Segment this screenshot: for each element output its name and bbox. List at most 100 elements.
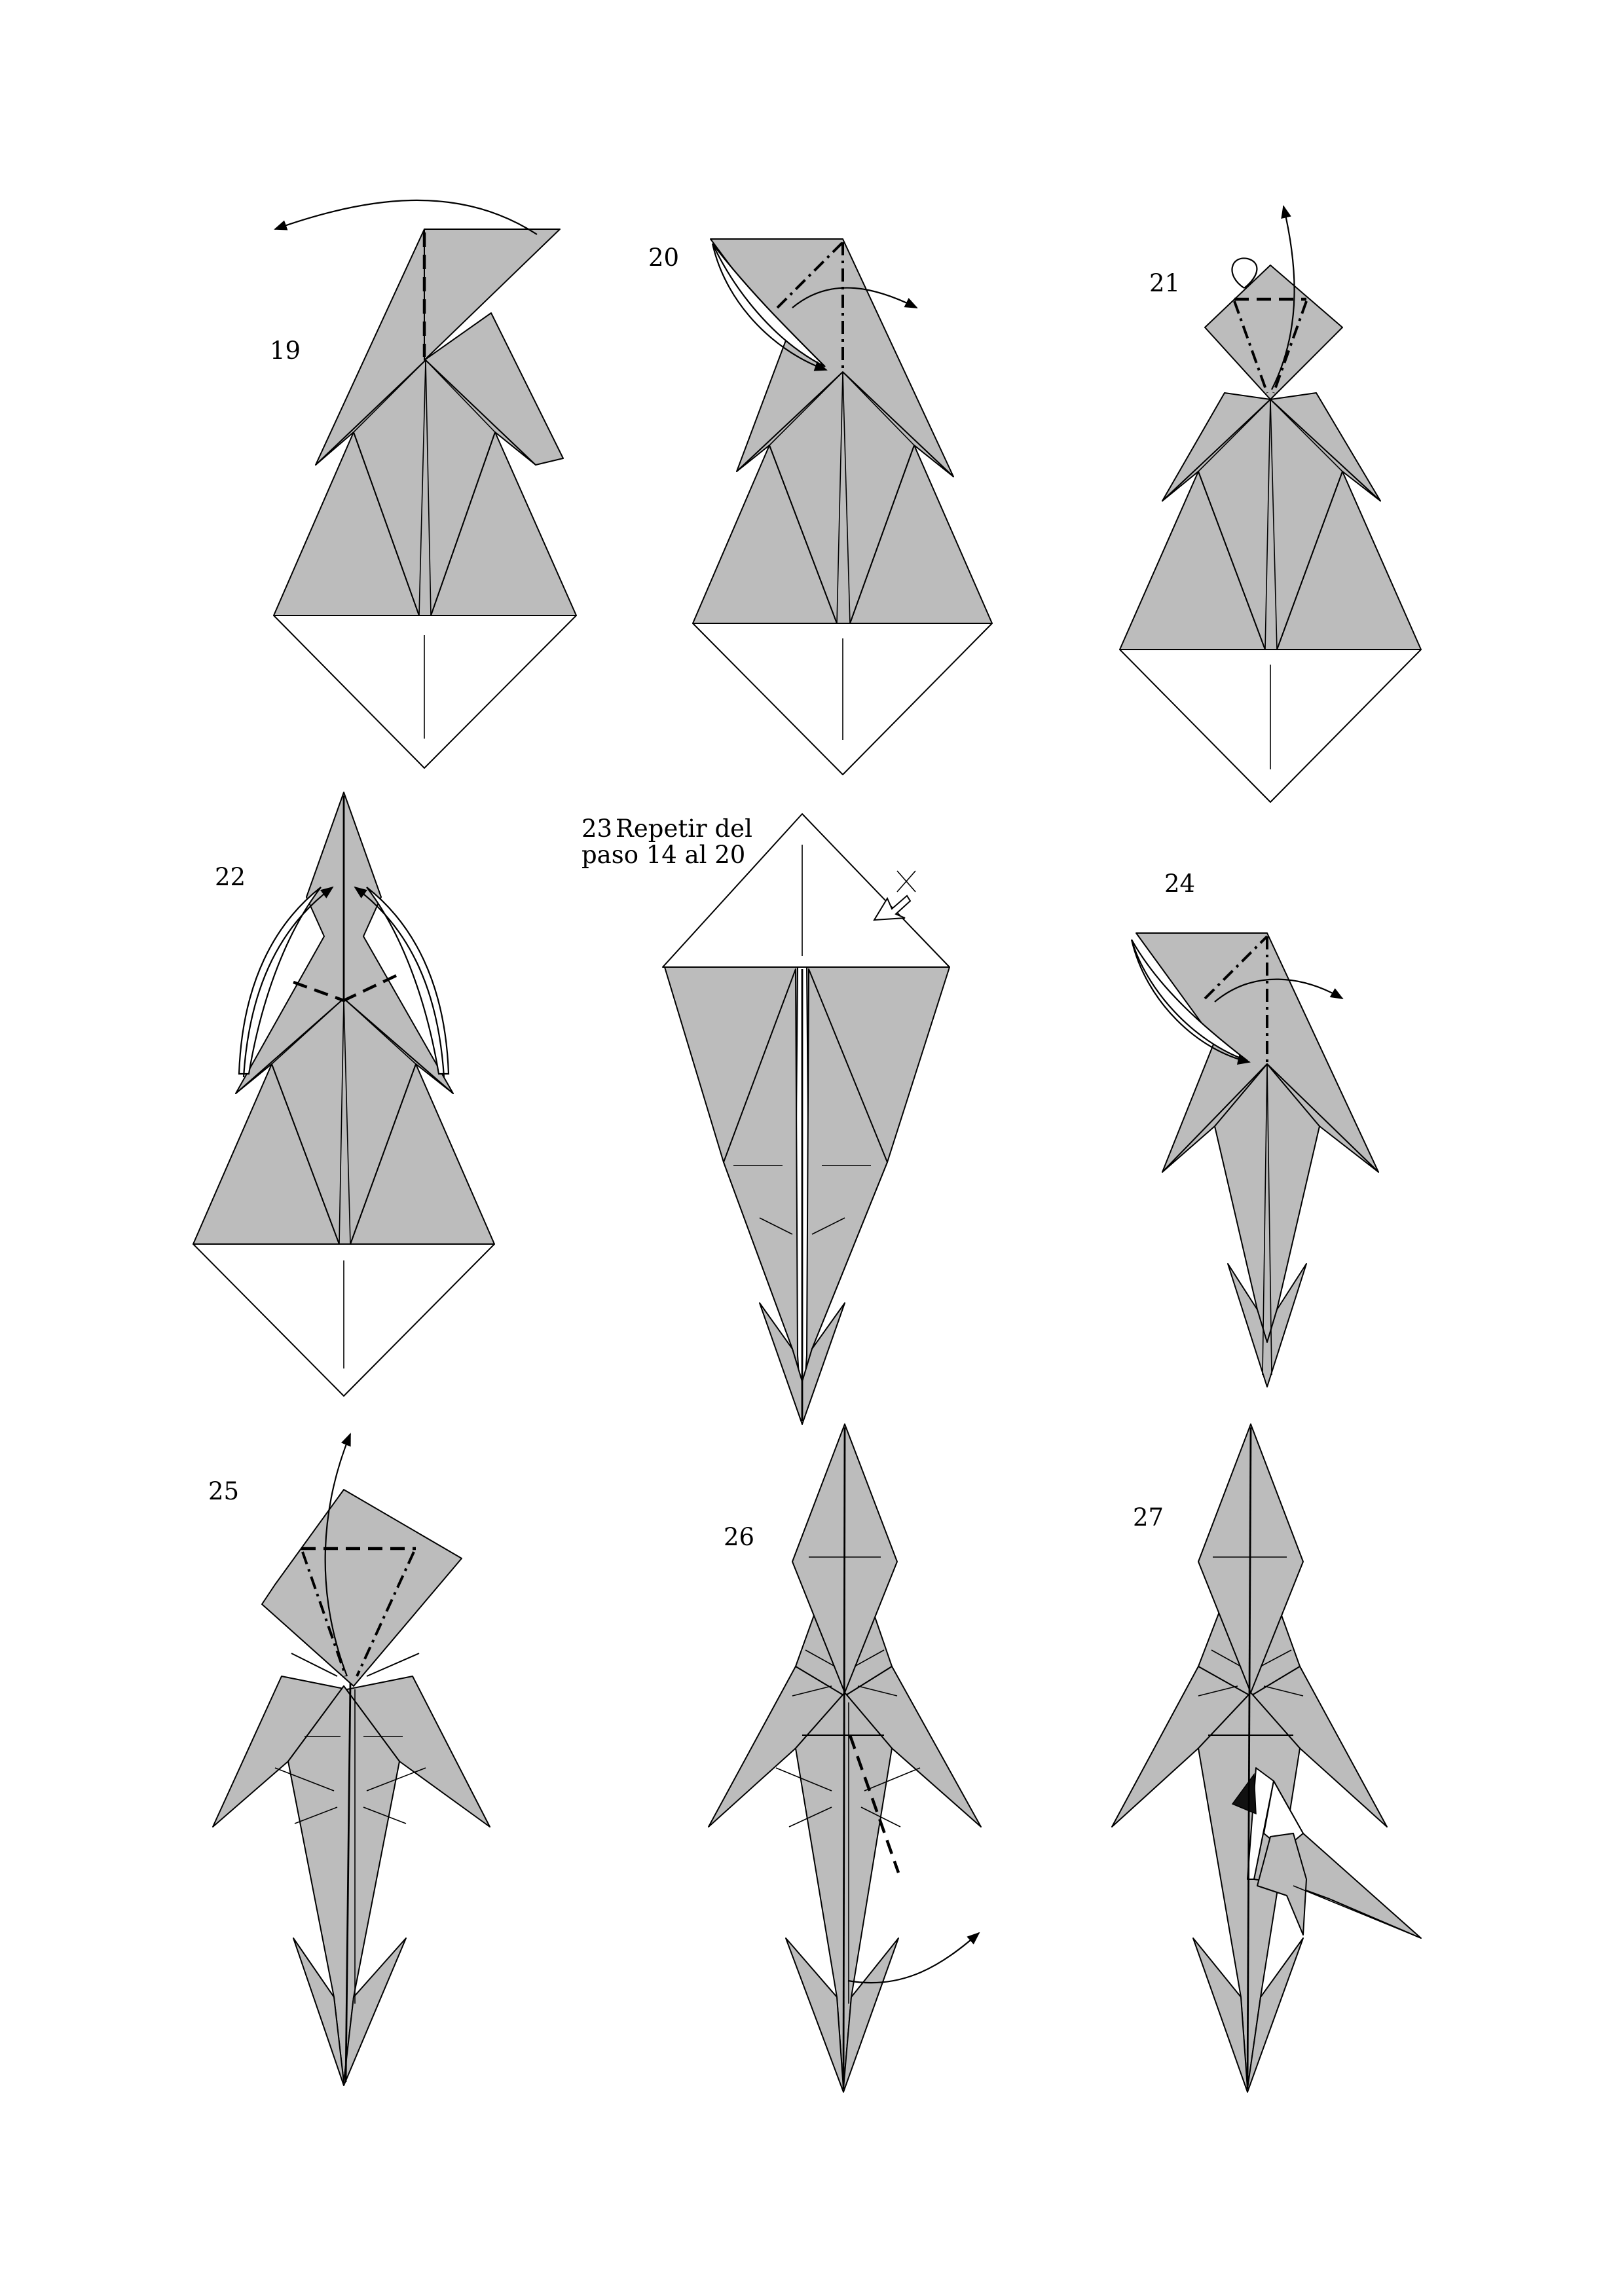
- step-27-crease-2: [1260, 1649, 1292, 1667]
- step-25-center-line: [344, 1682, 352, 2083]
- step-19-edge-right: [425, 359, 496, 433]
- step-23-caption-line1: Repetir del: [616, 815, 752, 843]
- step-21-mountain-fold-right: [1272, 301, 1308, 394]
- step-20-mountain-fold-diag: [776, 241, 844, 309]
- step-21-center-left: [1264, 399, 1271, 650]
- step-24: 24: [1130, 870, 1379, 1387]
- step-22-edge-right: [343, 998, 416, 1065]
- step-24-center-right: [1266, 1063, 1272, 1376]
- step-24-edge-right: [1266, 1063, 1320, 1127]
- step-25-crease-1: [291, 1653, 338, 1677]
- step-19-edge-left: [353, 359, 426, 433]
- step-23-edge-left: [723, 1162, 793, 1349]
- step-19-flap: [424, 229, 561, 361]
- step-24-tail: [1227, 1263, 1307, 1387]
- step-24-fold-arrow-out: [1214, 978, 1344, 1002]
- step-20-model: [692, 238, 993, 775]
- step-21-mountain-fold-left: [1233, 301, 1268, 394]
- step-19-fold-arrow: [274, 199, 538, 235]
- step-19-number: 19: [270, 337, 301, 365]
- step-26-center-line: [842, 1427, 846, 2089]
- step-22-number: 22: [215, 863, 246, 891]
- step-27-leg-lower: [1257, 1833, 1307, 1936]
- step-22: 22: [193, 792, 495, 1397]
- step-27-leg-edge: [1293, 1885, 1422, 1939]
- step-26-crease-1: [805, 1649, 836, 1667]
- step-21-loop-arrow: [1231, 257, 1258, 289]
- step-20-edge-right: [842, 371, 915, 446]
- step-23-crease-4: [811, 1217, 845, 1235]
- step-27-center-line: [1246, 1427, 1252, 2089]
- step-26-crease-7: [864, 1767, 921, 1791]
- step-22-fold-arrow-left: [242, 886, 334, 1078]
- step-19-white-base: [273, 615, 577, 769]
- step-27-tail: [1192, 1937, 1304, 2093]
- step-25-fold-arrow: [324, 1433, 352, 1677]
- step-20-number: 20: [648, 244, 679, 272]
- step-24-mountain-fold-diag: [1204, 935, 1268, 1000]
- step-25-mountain-fold-left: [301, 1551, 347, 1677]
- step-25-crease-5: [274, 1767, 335, 1791]
- step-24-edge-left: [1214, 1063, 1268, 1127]
- step-25-head-square: [261, 1489, 462, 1687]
- step-23-number: 23: [581, 815, 612, 843]
- step-27-crease-1: [1211, 1649, 1242, 1667]
- step-26-number: 26: [724, 1523, 754, 1551]
- step-27-dark-pleat: [1231, 1772, 1257, 1815]
- step-20: 20: [648, 238, 993, 775]
- step-20-center-right: [842, 371, 851, 624]
- step-19-body-top: [315, 229, 564, 466]
- step-26-crease-3: [792, 1685, 832, 1697]
- step-23-push-arrow: [873, 894, 912, 921]
- step-22-edge-left: [271, 998, 344, 1065]
- step-25-crease-8: [363, 1807, 407, 1824]
- step-26-tail: [785, 1937, 899, 2093]
- step-24-model: [1130, 932, 1379, 1387]
- step-21-number: 21: [1149, 269, 1180, 297]
- step-26-model: [708, 1423, 982, 2093]
- step-21-edge-left: [1198, 399, 1271, 472]
- step-26-crease-8: [788, 1807, 832, 1827]
- step-26-crease-6: [775, 1767, 832, 1791]
- step-24-center-left: [1262, 1063, 1268, 1376]
- step-19-model: [273, 199, 577, 769]
- step-23-crease-3: [759, 1217, 793, 1235]
- step-21-fold-arrow: [1271, 205, 1295, 390]
- step-25-crease-2: [366, 1653, 420, 1677]
- step-25-body: [287, 1685, 400, 2083]
- step-26-fold-arrow: [847, 1932, 980, 1984]
- step-23-caption-line2: paso 14 al 20: [581, 841, 745, 869]
- step-20-center-left: [836, 371, 843, 624]
- step-22-valley-fold-right: [343, 974, 397, 1002]
- step-26-crease-4: [857, 1685, 898, 1697]
- step-21-model: [1119, 205, 1422, 803]
- step-19: 19: [270, 199, 577, 769]
- step-23-x-mark-2: [896, 870, 916, 892]
- step-25: 25: [208, 1433, 490, 2086]
- step-21: 21: [1119, 205, 1422, 803]
- step-27-number: 27: [1133, 1503, 1164, 1532]
- step-24-fold-arrow-in: [1130, 939, 1251, 1065]
- step-23-model: [662, 813, 950, 1425]
- step-26-crease-9: [860, 1807, 901, 1827]
- step-25-crease-7: [294, 1807, 338, 1824]
- step-25-tail: [293, 1937, 407, 2086]
- step-19-center-left: [418, 359, 426, 616]
- step-27: 27: [1111, 1423, 1422, 2093]
- step-22-center-right: [343, 998, 351, 1245]
- step-27-crease-4: [1263, 1685, 1304, 1697]
- step-24-number: 24: [1164, 870, 1195, 898]
- step-21-head-square: [1204, 265, 1343, 400]
- step-27-model: [1111, 1423, 1422, 2093]
- step-19-center-right: [425, 359, 432, 616]
- step-23-edge-right: [811, 1162, 888, 1349]
- step-25-model: [212, 1433, 490, 2086]
- step-22-model: [193, 792, 495, 1397]
- step-22-fold-arrow-right: [354, 886, 445, 1078]
- step-22-center-left: [339, 998, 344, 1245]
- step-23: 23 Repetir del paso 14 al 20: [581, 813, 950, 1425]
- step-25-mountain-fold-right: [356, 1551, 415, 1677]
- step-26: 26: [708, 1423, 982, 2093]
- step-20-fold-arrow-out: [792, 287, 918, 308]
